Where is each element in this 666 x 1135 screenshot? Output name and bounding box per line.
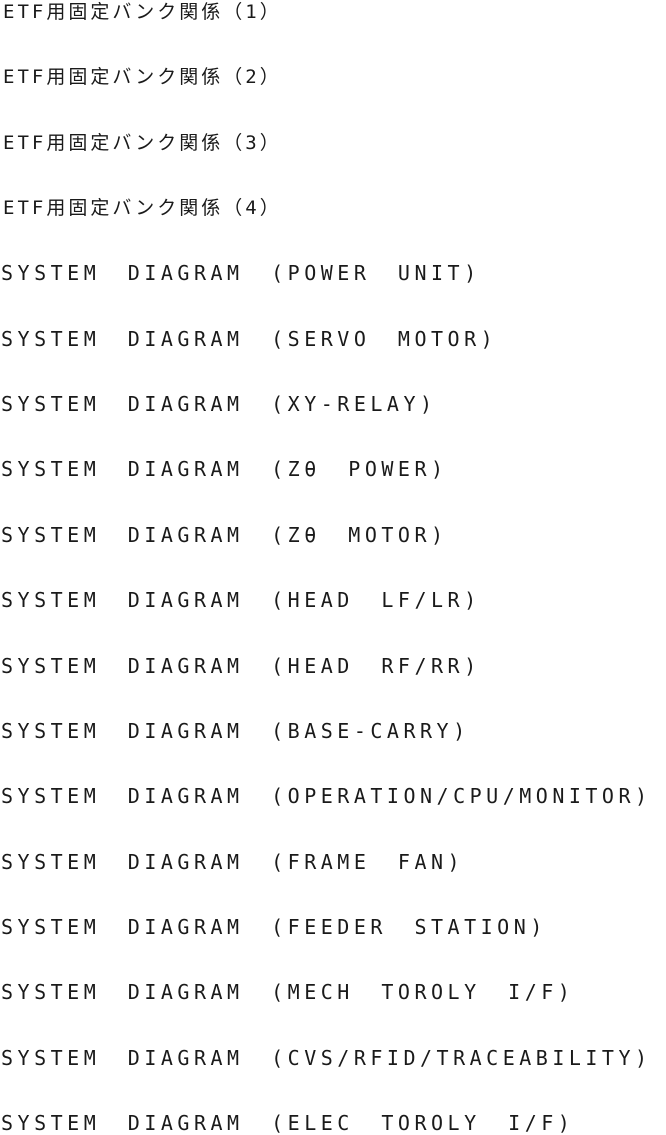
- document-line-system-diagram-head-rf-rr: SYSTEM DIAGRAM (HEAD RF/RR): [1, 653, 481, 678]
- document-line-etf-bank-2: ETF用固定バンク関係（2）: [3, 66, 282, 89]
- document-line-system-diagram-feeder-station: SYSTEM DIAGRAM (FEEDER STATION): [1, 914, 547, 939]
- document-line-etf-bank-1: ETF用固定バンク関係（1）: [3, 1, 282, 23]
- document-line-system-diagram-elec-toroly-if: SYSTEM DIAGRAM (ELEC TOROLY I/F): [1, 1110, 575, 1135]
- document-line-system-diagram-z-theta-power: SYSTEM DIAGRAM (Zθ POWER): [1, 457, 448, 482]
- document-line-system-diagram-xy-relay: SYSTEM DIAGRAM (XY-RELAY): [1, 392, 437, 417]
- document-line-system-diagram-servo-motor: SYSTEM DIAGRAM (SERVO MOTOR): [1, 326, 498, 351]
- document-line-system-diagram-head-lf-lr: SYSTEM DIAGRAM (HEAD LF/LR): [1, 588, 481, 613]
- document-line-system-diagram-frame-fan: SYSTEM DIAGRAM (FRAME FAN): [1, 849, 465, 874]
- document-line-system-diagram-z-theta-motor: SYSTEM DIAGRAM (Zθ MOTOR): [1, 522, 448, 547]
- document-line-etf-bank-3: ETF用固定バンク関係（3）: [3, 131, 282, 154]
- document-line-system-diagram-cvs-rfid-traceability: SYSTEM DIAGRAM (CVS/RFID/TRACEABILITY): [1, 1045, 652, 1070]
- document-line-system-diagram-power-unit: SYSTEM DIAGRAM (POWER UNIT): [1, 261, 481, 286]
- document-line-etf-bank-4: ETF用固定バンク関係（4）: [3, 197, 282, 220]
- document-line-system-diagram-operation-cpu-monitor: SYSTEM DIAGRAM (OPERATION/CPU/MONITOR): [1, 784, 652, 809]
- document-line-system-diagram-base-carry: SYSTEM DIAGRAM (BASE-CARRY): [1, 718, 470, 743]
- document-line-system-diagram-mech-toroly-if: SYSTEM DIAGRAM (MECH TOROLY I/F): [1, 980, 575, 1005]
